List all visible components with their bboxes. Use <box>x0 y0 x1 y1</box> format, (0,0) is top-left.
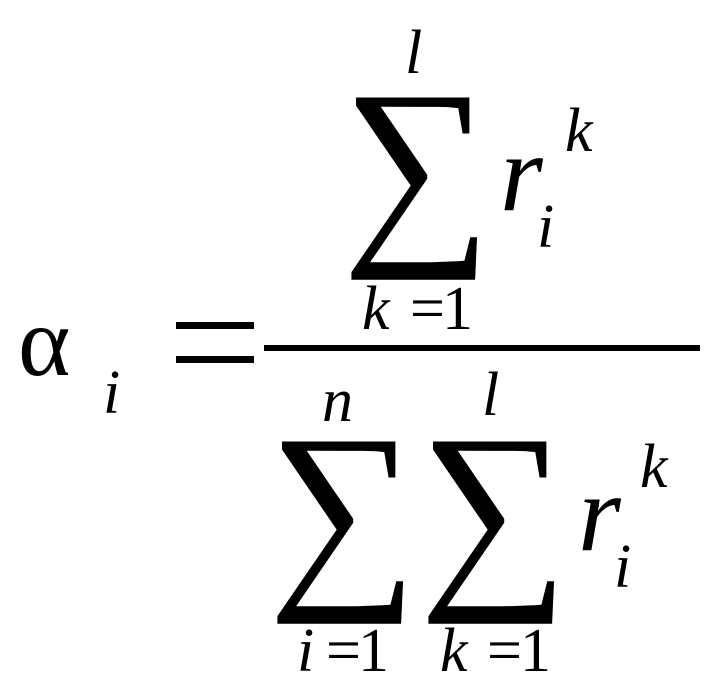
fraction-bar <box>264 345 700 351</box>
denominator-inner-sum-lower-var: k <box>440 617 468 685</box>
denominator-term-subscript-i: i <box>614 533 632 601</box>
numerator-term-base-r: r <box>500 112 543 234</box>
alpha-subscript-i: i <box>103 359 121 427</box>
denominator-inner-sum-lower-value: 1 <box>520 617 551 685</box>
numerator-sum-lower-value: 1 <box>442 275 473 343</box>
equals-sign <box>176 322 254 366</box>
denominator-outer-sum-upper-limit: n <box>322 367 353 435</box>
denominator-outer-sum-lower-var: i <box>297 617 315 685</box>
numerator-sum-upper-limit: l <box>405 19 423 87</box>
denominator-outer-sum-lower-value: 1 <box>358 617 389 685</box>
denominator-term-base-r: r <box>578 452 621 574</box>
alpha-symbol: α <box>18 286 71 397</box>
numerator-term-superscript-k: k <box>565 97 593 165</box>
numerator-sum-lower-equals: = <box>410 275 445 343</box>
numerator-term-subscript-i: i <box>537 193 555 261</box>
denominator-inner-sum-lower-equals: = <box>487 617 522 685</box>
denominator-inner-summation-sign: ∑ <box>419 393 569 625</box>
denominator-term-superscript-k: k <box>640 433 668 501</box>
numerator-sum-lower-var: k <box>362 275 390 343</box>
denominator-outer-sum-lower-equals: = <box>326 617 361 685</box>
numerator-summation-sign: ∑ <box>342 49 492 281</box>
denominator-inner-sum-upper-limit: l <box>482 361 500 429</box>
denominator-outer-summation-sign: ∑ <box>268 393 418 625</box>
